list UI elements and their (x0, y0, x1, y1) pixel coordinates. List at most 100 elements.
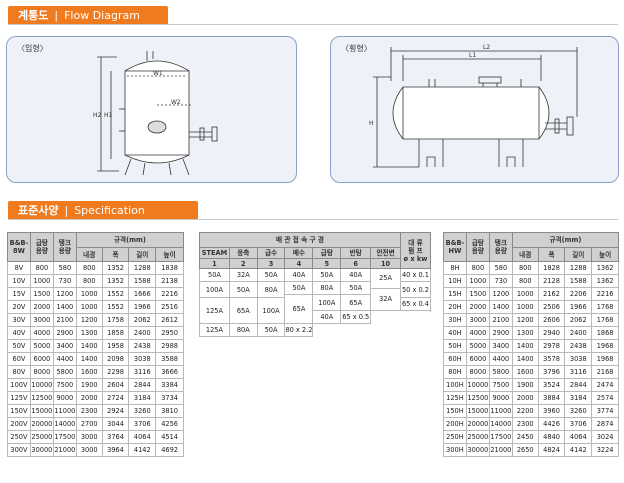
table-cell: 1552 (101, 300, 130, 314)
condensate-cell: 32A (228, 268, 258, 282)
table-cell: 4514 (155, 430, 184, 444)
table-cell: 580 (488, 261, 513, 275)
table-cell: 1300 (75, 326, 103, 340)
table-cell: 1758 (101, 313, 130, 327)
table-cell: 15000 (465, 404, 490, 418)
table-cell: 4000 (29, 326, 54, 340)
table-cell: 4400 (52, 352, 77, 366)
table-cell: 1362 (591, 261, 619, 275)
table-cell: 1900 (511, 378, 539, 392)
table-cell: 1352 (101, 274, 130, 288)
table-cell: 2400 (128, 326, 157, 340)
table-cell: 5000 (465, 339, 490, 353)
feed-cell: 80A (256, 280, 286, 299)
table-cell: 17500 (52, 430, 77, 444)
table-cell: 800 (75, 261, 103, 275)
table-cell: 730 (488, 274, 513, 288)
table-cell: 3764 (101, 430, 130, 444)
table-cell: 1588 (564, 274, 593, 288)
flow-diagram-title-ko: 계통도 (18, 9, 49, 22)
table-cell: 2062 (564, 313, 593, 327)
table-cell: 1400 (52, 300, 77, 314)
table-cell: 1900 (75, 378, 103, 392)
table-cell: 125V (7, 391, 31, 405)
safety-cell: 25A (370, 268, 401, 289)
table-cell: 2100 (52, 313, 77, 327)
table-cell: 10000 (29, 378, 54, 392)
table-cell: 3588 (155, 352, 184, 366)
table-cell: 10000 (465, 378, 490, 392)
table-cell: 800 (511, 274, 539, 288)
table-cell: 2200 (511, 404, 539, 418)
table-cell: 30000 (465, 443, 490, 457)
table-cell: 9000 (52, 391, 77, 405)
table-cell: 300V (7, 443, 31, 457)
table-cell: 1600 (75, 365, 103, 379)
safety-cell: 40A (312, 310, 342, 325)
table-cell: 1600 (511, 365, 539, 379)
return-cell: 50A (340, 281, 372, 295)
col-model: B&B- 8W (7, 232, 31, 262)
dim-l2: L2 (483, 44, 490, 51)
table-cell: 20000 (465, 417, 490, 431)
table-cell: 2988 (155, 339, 184, 353)
table-cell: 3000 (465, 313, 490, 327)
dim-h2: H2 (93, 112, 102, 119)
banner-separator: | (64, 204, 69, 217)
table-cell: 20V (7, 300, 31, 314)
table-cell: 1828 (537, 261, 566, 275)
table-cell: 3044 (101, 417, 130, 431)
table-cell: 11000 (52, 404, 77, 418)
table-cell: 4426 (537, 417, 566, 431)
table-cell: 8V (7, 261, 31, 275)
table-cell: 7500 (488, 378, 513, 392)
table-cell: 3666 (155, 365, 184, 379)
feed-cell: 50A (256, 268, 286, 282)
table-cell: 580 (52, 261, 77, 275)
feed-cell: 100A (256, 297, 286, 325)
table-cell: 3384 (155, 378, 184, 392)
col-length: 길이 (128, 247, 157, 262)
table-cell: 1352 (101, 261, 130, 275)
table-cell: 7500 (52, 378, 77, 392)
table-cell: 3116 (128, 365, 157, 379)
table-cell: 150V (7, 404, 31, 418)
table-cell: 1200 (52, 287, 77, 301)
banner-separator: | (54, 9, 59, 22)
table-cell: 3260 (128, 404, 157, 418)
table-cell: 5800 (52, 365, 77, 379)
table-cell: 1400 (488, 300, 513, 314)
table-cell: 125H (443, 391, 467, 405)
table-cell: 4064 (564, 430, 593, 444)
col-width: 폭 (537, 247, 566, 262)
condensate-cell: 50A (228, 280, 258, 299)
steam-cell: 125A (199, 297, 230, 325)
table-cell: 2516 (155, 300, 184, 314)
table-cell: 2874 (591, 417, 619, 431)
vertical-spec-table: B&B- 8W 급탕 용량 탱크 용량 규격(mm) 내경 폭 길이 높이 8V… (7, 232, 185, 457)
dim-l1: L1 (469, 52, 476, 59)
table-cell: 4064 (128, 430, 157, 444)
table-cell: 50H (443, 339, 467, 353)
safety-cell: 32A (370, 287, 401, 312)
table-cell: 14000 (52, 417, 77, 431)
table-cell: 2000 (465, 300, 490, 314)
table-cell: 2844 (128, 378, 157, 392)
vertical-type-panel: 〈입형〉 (6, 36, 297, 183)
table-cell: 10V (7, 274, 31, 288)
table-cell: 30H (443, 313, 467, 327)
table-cell: 4142 (128, 443, 157, 457)
table-cell: 2844 (564, 378, 593, 392)
table-cell: 3578 (537, 352, 566, 366)
table-cell: 3706 (128, 417, 157, 431)
table-cell: 1868 (591, 326, 619, 340)
table-cell: 2098 (101, 352, 130, 366)
table-cell: 40H (443, 326, 467, 340)
